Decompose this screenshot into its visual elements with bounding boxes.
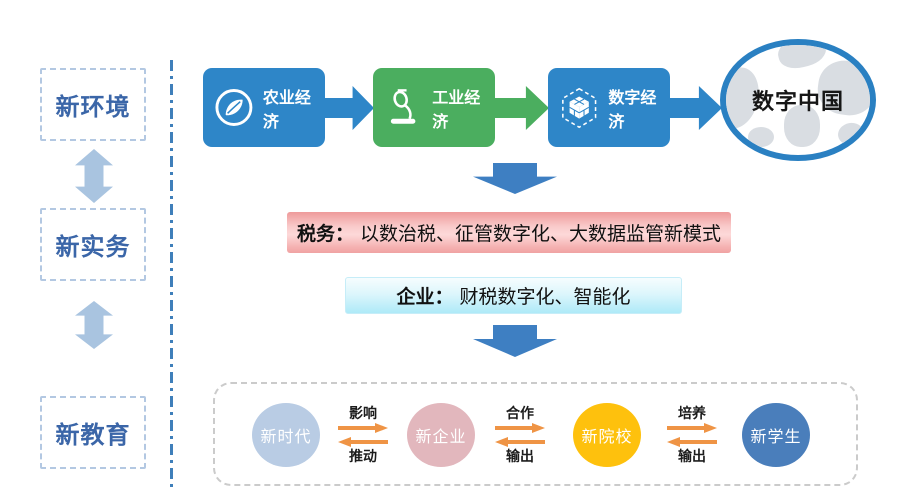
left-box-label: 新环境: [55, 94, 131, 121]
callout-tax-text: 以数治税、征管数字化、大数据监管新模式: [360, 224, 722, 245]
flow-arrow-icon: [494, 86, 549, 130]
left-box-new-education: 新教育: [40, 396, 146, 469]
flow-node-digital-economy: 数字经济: [548, 68, 670, 147]
cycle-node-label: 新学生: [750, 429, 802, 446]
cycle-node-new-era: 新时代: [252, 403, 320, 467]
left-box-new-environment: 新环境: [40, 68, 146, 141]
link-top-label: 合作: [506, 405, 534, 421]
arrow-left-icon: [495, 437, 545, 447]
left-box-new-practice: 新实务: [40, 208, 146, 281]
flow-node-agriculture: 农业经济: [203, 68, 325, 147]
microscope-icon: [390, 88, 416, 124]
arrow-left-icon: [338, 437, 388, 447]
cycle-node-label: 新时代: [260, 429, 312, 446]
cycle-node-new-enterprise: 新企业: [407, 403, 475, 467]
callout-tax: 税务： 以数治税、征管数字化、大数据监管新模式: [287, 212, 731, 253]
left-box-label: 新实务: [55, 234, 131, 261]
cycle-link-2: 合作 输出: [490, 406, 550, 466]
flow-node-label: 工业经济: [432, 89, 481, 131]
callout-enterprise-prefix: 企业：: [396, 287, 454, 308]
cycle-node-new-college: 新院校: [573, 403, 641, 467]
arrow-left-icon: [667, 437, 717, 447]
cycle-link-3: 培养 输出: [662, 406, 722, 466]
left-box-label: 新教育: [55, 422, 131, 449]
globe-digital-china: 数字中国: [720, 39, 876, 161]
link-bottom-label: 输出: [506, 448, 534, 464]
callout-tax-prefix: 税务：: [296, 224, 354, 245]
double-arrow-icon: [75, 301, 113, 349]
down-arrow-icon: [473, 325, 557, 357]
arrow-right-icon: [495, 423, 545, 433]
flow-node-industry: 工业经济: [373, 68, 495, 147]
link-top-label: 培养: [678, 405, 706, 421]
cycle-node-label: 新企业: [415, 429, 467, 446]
link-bottom-label: 输出: [678, 448, 706, 464]
down-arrow-icon: [473, 163, 557, 194]
cycle-node-label: 新院校: [581, 429, 633, 446]
cycle-link-1: 影响 推动: [333, 406, 393, 466]
arrow-right-icon: [338, 423, 388, 433]
flow-arrow-icon: [667, 86, 722, 130]
link-top-label: 影响: [349, 405, 377, 421]
arrow-right-icon: [667, 423, 717, 433]
callout-enterprise: 企业： 财税数字化、智能化: [345, 277, 682, 314]
link-bottom-label: 推动: [349, 448, 377, 464]
flow-node-label: 农业经济: [262, 89, 311, 131]
flow-arrow-icon: [323, 86, 374, 130]
flow-node-label: 数字经济: [608, 89, 657, 131]
callout-enterprise-text: 财税数字化、智能化: [459, 287, 631, 308]
cycle-node-new-student: 新学生: [742, 403, 810, 467]
leaf-circle-icon: [215, 89, 253, 126]
double-arrow-icon: [75, 149, 113, 203]
cube-hexagon-icon: [562, 87, 597, 128]
vertical-dashed-divider: [170, 60, 173, 492]
globe-label: 数字中国: [751, 89, 844, 114]
